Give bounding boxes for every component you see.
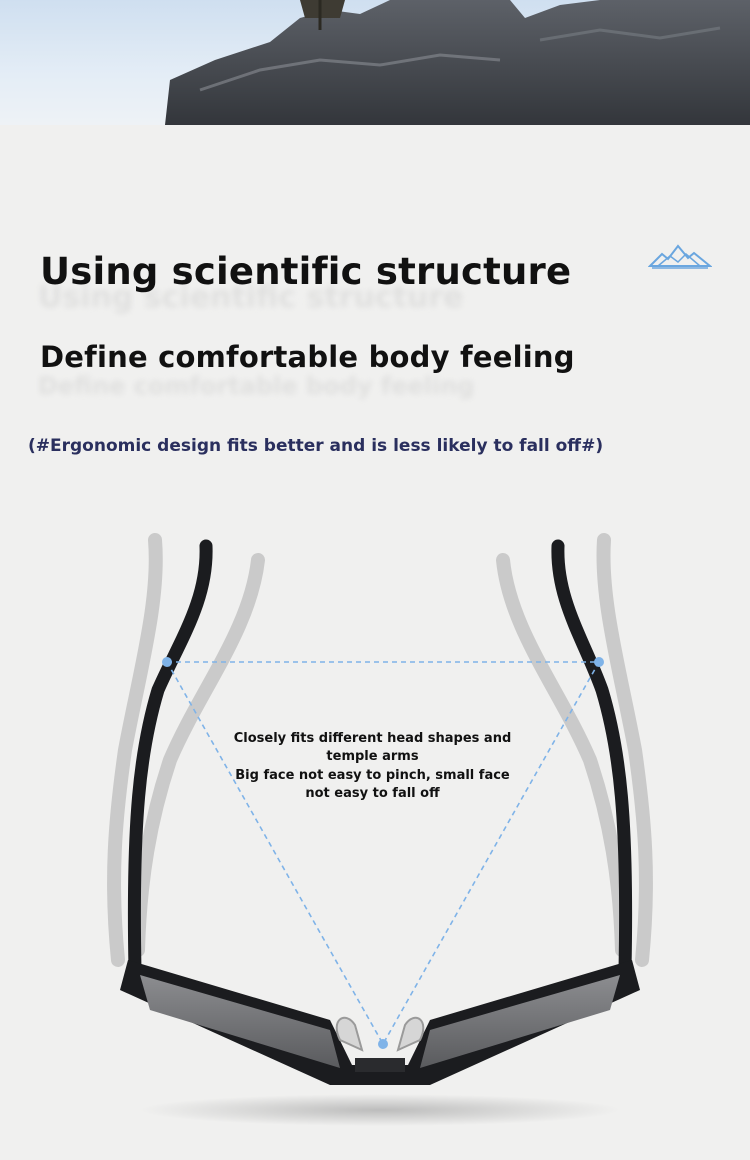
nose-pads [335, 1016, 425, 1052]
ground-shadow [140, 1094, 620, 1126]
ergonomic-subtitle: (#Ergonomic design fits better and is le… [28, 436, 604, 456]
guide-point-right [594, 657, 604, 667]
subheadline-shadow: Define comfortable body feeling [38, 372, 475, 400]
temple-arms [127, 539, 633, 977]
headline: Using scientific structure [40, 250, 572, 293]
bridge [355, 1058, 405, 1072]
glasses-diagram [107, 533, 653, 1126]
mountain-logo-icon [648, 244, 712, 269]
guide-point-nose [378, 1039, 388, 1049]
mountain-rock-photo [165, 0, 750, 125]
ghost-temple-arms-left [107, 533, 265, 967]
left-lens [140, 975, 340, 1068]
hero-photo [0, 0, 750, 125]
guide-point-left [162, 657, 172, 667]
fit-guide-triangle [166, 661, 600, 1045]
fit-caption-line2: Big face not easy to pinch, small face n… [235, 768, 510, 801]
headline-shadow: Using scientific structure [38, 280, 464, 315]
fit-caption-line1: Closely fits different head shapes and t… [233, 731, 512, 764]
ghost-temple-arms-right [496, 533, 653, 967]
subheadline: Define comfortable body feeling [40, 340, 575, 374]
right-lens [420, 975, 620, 1068]
